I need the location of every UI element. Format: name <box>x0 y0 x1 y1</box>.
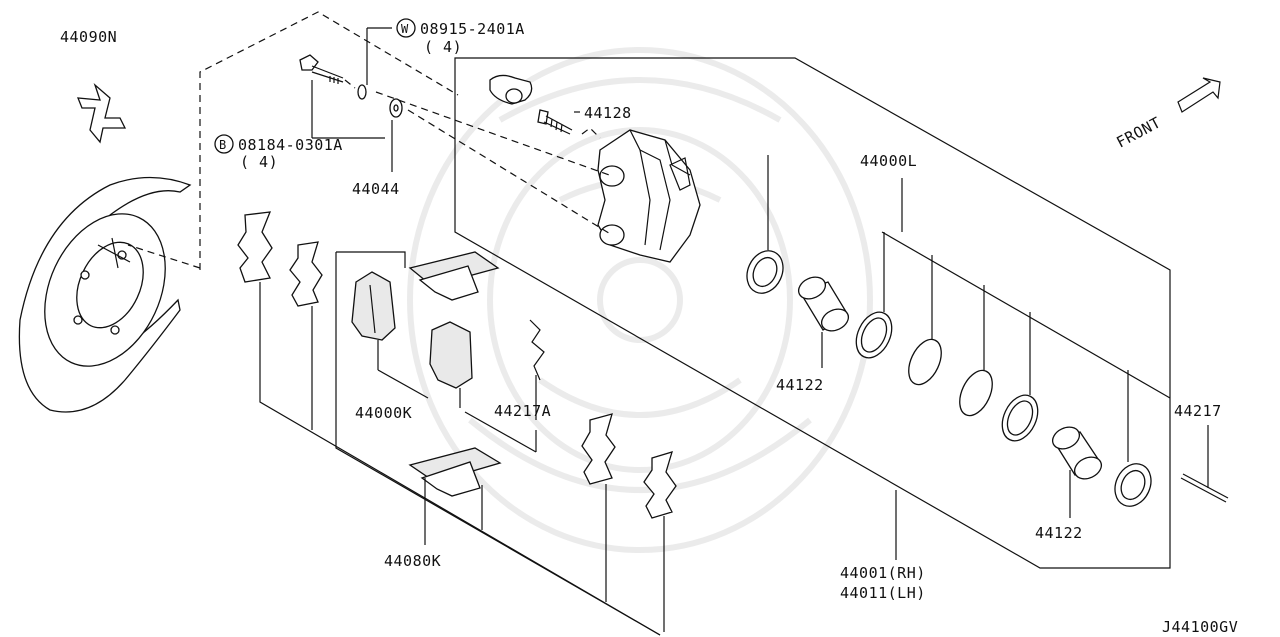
label-08184-qty: ( 4) <box>240 153 278 171</box>
label-44217A: 44217A <box>494 402 551 420</box>
label-44128: 44128 <box>584 104 632 122</box>
disc-seal-2 <box>959 369 993 417</box>
b-circle-icon: B <box>214 134 234 154</box>
shim-lower-mid <box>581 413 616 485</box>
w-circle-icon: W <box>396 18 416 38</box>
piston-seal-lower <box>1001 394 1039 442</box>
label-44000L: 44000L <box>860 152 917 170</box>
label-44000K: 44000K <box>355 404 412 422</box>
spring-44217A <box>529 319 545 381</box>
label-b: B <box>219 138 227 152</box>
caliper-body <box>597 129 701 263</box>
label-44044: 44044 <box>352 180 400 198</box>
front-arrow-icon <box>1177 77 1221 113</box>
piston-seal-upper <box>855 311 893 359</box>
watermark-emblem <box>407 47 873 553</box>
leader-lines <box>127 11 1209 636</box>
pad-outer <box>351 271 396 341</box>
piston-lower <box>1051 426 1103 480</box>
label-44090N: 44090N <box>60 28 117 46</box>
guide-pin-bolt <box>299 54 344 84</box>
shim-upper-mid <box>289 241 323 307</box>
shim-upper-left <box>237 211 273 283</box>
clip-44090N <box>77 82 127 144</box>
label-08184-0301A: 08184-0301A <box>238 136 343 154</box>
label-44217: 44217 <box>1174 402 1222 420</box>
washer-44044 <box>389 98 403 118</box>
pad-plate-upper <box>408 251 500 301</box>
label-08915-qty: ( 4) <box>424 38 462 56</box>
bleeder-screw <box>537 109 573 135</box>
disc-seal-1 <box>908 338 942 386</box>
label-44122-upper: 44122 <box>776 376 824 394</box>
pin-44217 <box>1180 473 1229 503</box>
diagram-id: J44100GV <box>1162 618 1238 636</box>
label-44011-lh: 44011(LH) <box>840 584 926 602</box>
front-label: FRONT <box>1113 113 1164 151</box>
pad-plate-lower <box>408 447 502 497</box>
label-w: W <box>401 22 409 36</box>
dust-seal-lower <box>1114 463 1152 507</box>
backing-plate <box>18 176 192 413</box>
pad-inner <box>429 321 473 389</box>
label-44001-rh: 44001(RH) <box>840 564 926 582</box>
piston-upper <box>797 276 850 332</box>
label-44080K: 44080K <box>384 552 441 570</box>
washer-08915 <box>357 84 367 100</box>
label-44122-lower: 44122 <box>1035 524 1083 542</box>
label-08915-2401A: 08915-2401A <box>420 20 525 38</box>
banjo-fitting <box>489 74 533 105</box>
shim-lower-right <box>643 451 677 519</box>
dust-seal-upper <box>746 250 784 294</box>
